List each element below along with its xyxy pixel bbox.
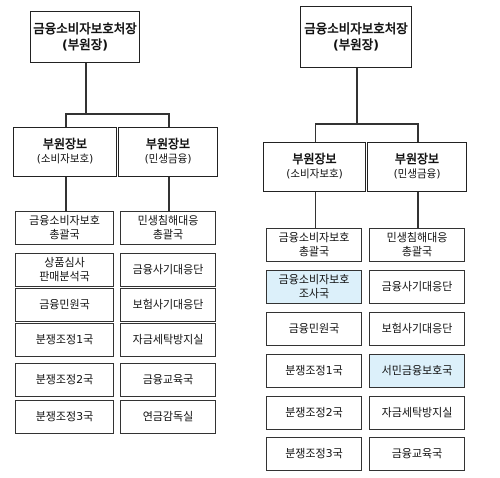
left-dept-box: 연금감독실	[120, 400, 216, 434]
left-dept-box: 보험사기대응단	[120, 288, 216, 322]
box-text-line: 금융소비자보호	[29, 213, 100, 227]
box-text-line: 금융사기대응단	[381, 279, 453, 293]
box-text-line: 분쟁조정1국	[285, 363, 343, 377]
box-text-line: 자금세탁방지실	[132, 332, 204, 346]
right-connector-deputy-1	[314, 123, 316, 142]
left-director-box: 금융소비자보호처장(부원장)	[30, 11, 140, 63]
left-connector-top	[85, 63, 87, 113]
right-director-box: 금융소비자보호처장(부원장)	[300, 6, 412, 68]
box-text-line: 금융소비자보호	[278, 230, 350, 244]
box-text-line: 금융민원국	[288, 321, 340, 335]
box-text-line: 부원장보	[292, 152, 337, 167]
left-connector-bar	[65, 113, 170, 115]
box-text-line: 총괄국	[401, 245, 433, 258]
box-text-line: 보험사기대응단	[381, 321, 453, 335]
box-text-line: 금융소비자보호처장	[33, 20, 137, 36]
left-dept-box: 자금세탁방지실	[120, 323, 216, 357]
left-connector-deputy-2	[168, 113, 170, 127]
left-dept-box: 분쟁조정2국	[15, 363, 114, 397]
right-deputy-box-1: 부원장보(소비자보호)	[263, 142, 366, 192]
box-text-line: 분쟁조정3국	[35, 409, 94, 423]
left-deputy-box-2: 부원장보(민생금융)	[118, 127, 218, 177]
right-dept-box: 자금세탁방지실	[369, 396, 465, 430]
box-text-line: 분쟁조정3국	[285, 446, 343, 460]
box-text-line: 자금세탁방지실	[381, 405, 453, 419]
right-connector-bar	[314, 123, 419, 125]
right-dept-box: 금융교육국	[369, 437, 465, 471]
box-text-line: 부원장보	[145, 137, 191, 152]
box-text-line: 금융소비자보호처장	[304, 20, 408, 36]
right-dept-box: 금융사기대응단	[369, 270, 465, 304]
box-text-line: 총괄국	[49, 228, 80, 241]
left-connector-column-2	[168, 177, 170, 211]
box-text-line: 금융소비자보호	[278, 272, 350, 286]
box-text-line: 금융민원국	[39, 297, 90, 311]
box-text-line: 금융교육국	[391, 446, 443, 460]
right-connector-top	[356, 68, 358, 123]
box-text-line: 민생침해대응	[137, 213, 199, 227]
left-connector-column-1	[65, 177, 67, 211]
box-text-line: 금융교육국	[142, 372, 194, 386]
box-text-line: 총괄국	[298, 245, 330, 258]
box-text-line: 조사국	[298, 287, 330, 300]
box-text-line: 상품심사	[44, 255, 85, 269]
left-dept-box: 분쟁조정1국	[15, 323, 114, 357]
left-dept-box: 금융교육국	[120, 363, 216, 397]
box-text-line: 분쟁조정1국	[35, 332, 94, 346]
right-connector-column-1	[314, 192, 316, 228]
right-dept-box: 보험사기대응단	[369, 312, 465, 346]
right-connector-column-2	[417, 192, 419, 228]
box-text-line: 분쟁조정2국	[35, 372, 94, 386]
right-dept-box: 분쟁조정3국	[266, 437, 362, 471]
box-text-line: (소비자보호)	[36, 152, 94, 165]
left-dept-box: 분쟁조정3국	[15, 400, 114, 434]
right-deputy-box-2: 부원장보(민생금융)	[367, 142, 467, 192]
right-connector-deputy-2	[417, 123, 419, 142]
box-text-line: 분쟁조정2국	[285, 405, 343, 419]
right-dept-box: 금융민원국	[266, 312, 362, 346]
left-dept-box: 금융민원국	[15, 288, 114, 322]
box-text-line: 연금감독실	[142, 409, 194, 423]
box-text-line: 민생침해대응	[386, 230, 448, 244]
right-dept-box: 분쟁조정1국	[266, 354, 362, 388]
left-deputy-box-1: 부원장보(소비자보호)	[13, 127, 117, 177]
right-dept-box: 서민금융보호국	[369, 354, 465, 388]
left-dept-box: 금융사기대응단	[120, 253, 216, 287]
box-text-line: (민생금융)	[144, 152, 192, 165]
box-text-line: 서민금융보호국	[381, 363, 453, 377]
box-text-line: 금융사기대응단	[132, 262, 204, 276]
box-text-line: 부원장보	[394, 152, 440, 167]
right-dept-box: 분쟁조정2국	[266, 396, 362, 430]
box-text-line: 총괄국	[152, 228, 184, 241]
box-text-line: (민생금융)	[393, 167, 441, 180]
box-text-line: (소비자보호)	[286, 167, 343, 180]
box-text-line: 판매분석국	[39, 270, 90, 283]
left-connector-deputy-1	[65, 113, 67, 127]
box-text-line: 보험사기대응단	[132, 297, 204, 311]
box-text-line: (부원장)	[333, 37, 379, 52]
box-text-line: 부원장보	[42, 137, 88, 152]
box-text-line: (부원장)	[62, 37, 108, 52]
